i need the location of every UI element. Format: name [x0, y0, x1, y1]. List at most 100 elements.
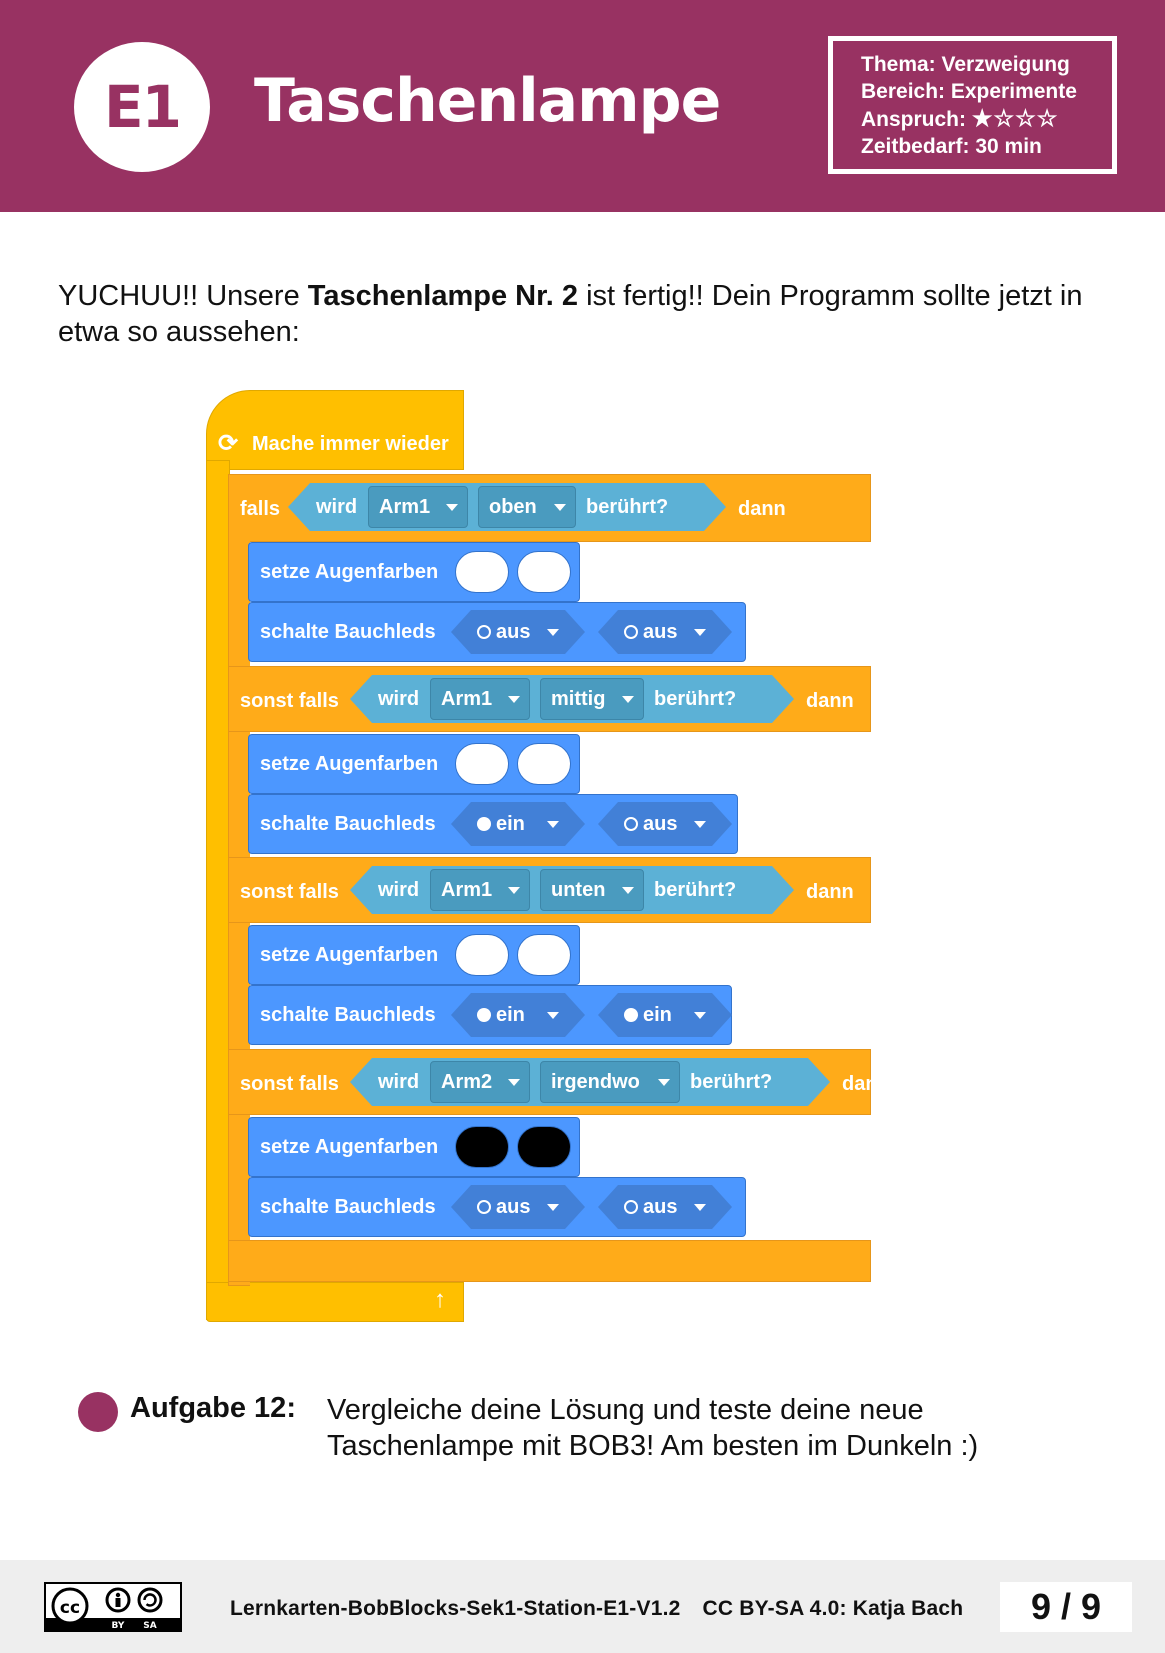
eye-color-swatch — [517, 1126, 571, 1168]
wird-label: wird — [316, 496, 358, 518]
star-rating-icon: ★☆☆☆ — [971, 105, 1059, 131]
footer: cc BY SA Lernkarten-BobBlocks-Sek1-Stati… — [0, 1560, 1165, 1653]
eye-color-swatch — [455, 1126, 509, 1168]
info-bereich: Bereich: Experimente — [861, 80, 1077, 103]
anspruch-label: Anspruch: — [861, 108, 966, 131]
chevron-down-icon — [694, 1012, 706, 1019]
chevron-down-icon — [547, 629, 559, 636]
forever-block-top — [206, 390, 464, 470]
filled-circle-icon — [477, 1008, 491, 1022]
wird-label: wird — [378, 688, 420, 710]
svg-text:cc: cc — [60, 1598, 80, 1618]
info-box: Thema: Verzweigung Bereich: Experimente … — [828, 36, 1117, 174]
cc-by-sa-icon: cc BY SA — [44, 1582, 182, 1632]
eye-color-swatch — [517, 934, 571, 976]
footer-doc-info: Lernkarten-BobBlocks-Sek1-Station-E1-V1.… — [230, 1597, 963, 1621]
led-state-label: aus — [643, 813, 678, 835]
page-number: 9 / 9 — [1000, 1582, 1132, 1632]
beruehrt-label: berührt? — [654, 688, 737, 710]
led-state-dropdown: aus — [451, 610, 585, 654]
empty-circle-icon — [624, 817, 638, 831]
eye-color-swatch — [517, 551, 571, 593]
led-state-label: ein — [496, 1004, 525, 1026]
forever-loop-icon: ⟳ — [218, 430, 239, 457]
loop-return-arrow-icon: ↑ — [434, 1286, 446, 1313]
dann-label: dann — [806, 690, 854, 712]
setze-label: setze Augenfarben — [260, 944, 439, 966]
led-state-label: aus — [643, 1196, 678, 1218]
chevron-down-icon — [547, 1012, 559, 1019]
intro-bold: Taschenlampe Nr. 2 — [307, 280, 579, 312]
page-title: Taschenlampe — [254, 66, 721, 136]
footer-doc-id: Lernkarten-BobBlocks-Sek1-Station-E1-V1.… — [230, 1597, 681, 1620]
chevron-down-icon — [547, 821, 559, 828]
dann-label: dann — [738, 498, 786, 520]
dann-label: dann — [842, 1073, 890, 1095]
led-state-label: aus — [496, 1196, 531, 1218]
schalte-label: schalte Bauchleds — [260, 813, 436, 835]
station-badge: E1 — [74, 42, 210, 172]
led-state-dropdown: aus — [598, 802, 732, 846]
svg-text:BY: BY — [112, 1621, 125, 1630]
position-dropdown: mittig — [540, 678, 644, 720]
chevron-down-icon — [508, 887, 520, 894]
chevron-down-icon — [554, 504, 566, 511]
setze-label: setze Augenfarben — [260, 561, 439, 583]
chevron-down-icon — [694, 821, 706, 828]
chevron-down-icon — [508, 696, 520, 703]
schalte-label: schalte Bauchleds — [260, 1004, 436, 1026]
info-thema: Thema: Verzweigung — [861, 53, 1070, 76]
eye-color-swatch — [455, 934, 509, 976]
chevron-down-icon — [694, 1204, 706, 1211]
info-zeit: Zeitbedarf: 30 min — [861, 135, 1042, 158]
eye-color-swatch — [517, 743, 571, 785]
eye-color-swatch — [455, 743, 509, 785]
chevron-down-icon — [622, 696, 634, 703]
wird-label: wird — [378, 879, 420, 901]
led-state-dropdown: ein — [598, 993, 732, 1037]
branch-keyword: sonst falls — [240, 690, 339, 712]
footer-license: CC BY-SA 4.0: Katja Bach — [702, 1597, 964, 1620]
forever-label: Mache immer wieder — [252, 433, 449, 455]
led-state-dropdown: aus — [598, 1185, 732, 1229]
empty-circle-icon — [624, 1200, 638, 1214]
led-state-label: ein — [643, 1004, 672, 1026]
branch-keyword: falls — [240, 498, 281, 520]
empty-circle-icon — [624, 625, 638, 639]
task-text: Vergleiche deine Lösung und teste deine … — [327, 1394, 979, 1462]
setze-label: setze Augenfarben — [260, 753, 439, 775]
beruehrt-label: berührt? — [654, 879, 737, 901]
arm-dropdown: Arm1 — [368, 486, 468, 528]
branch-keyword: sonst falls — [240, 881, 339, 903]
chevron-down-icon — [508, 1079, 520, 1086]
led-state-dropdown: aus — [598, 610, 732, 654]
task-label: Aufgabe 12: — [130, 1392, 296, 1424]
if-block-bottom — [228, 1240, 871, 1282]
intro-post: ist fertig!! Dein Programm sollte jetzt … — [58, 280, 1083, 348]
forever-block-arm — [206, 460, 230, 1320]
beruehrt-label: berührt? — [586, 496, 669, 518]
beruehrt-label: berührt? — [690, 1071, 773, 1093]
empty-circle-icon — [477, 1200, 491, 1214]
led-state-dropdown: aus — [451, 1185, 585, 1229]
led-state-label: aus — [496, 621, 531, 643]
chevron-down-icon — [547, 1204, 559, 1211]
chevron-down-icon — [694, 629, 706, 636]
chevron-down-icon — [622, 887, 634, 894]
position-dropdown: irgendwo — [540, 1061, 680, 1103]
eye-color-swatch — [455, 551, 509, 593]
empty-circle-icon — [477, 625, 491, 639]
filled-circle-icon — [624, 1008, 638, 1022]
setze-label: setze Augenfarben — [260, 1136, 439, 1158]
task-bullet-icon — [78, 1392, 118, 1432]
intro-text: YUCHUU!! Unsere Taschenlampe Nr. 2 ist f… — [58, 278, 1118, 350]
led-state-label: aus — [643, 621, 678, 643]
branch-keyword: sonst falls — [240, 1073, 339, 1095]
filled-circle-icon — [477, 817, 491, 831]
schalte-label: schalte Bauchleds — [260, 621, 436, 643]
schalte-label: schalte Bauchleds — [260, 1196, 436, 1218]
dann-label: dann — [806, 881, 854, 903]
info-anspruch: Anspruch: ★☆☆☆ — [861, 105, 1112, 133]
chevron-down-icon — [658, 1079, 670, 1086]
svg-text:SA: SA — [143, 1621, 156, 1630]
